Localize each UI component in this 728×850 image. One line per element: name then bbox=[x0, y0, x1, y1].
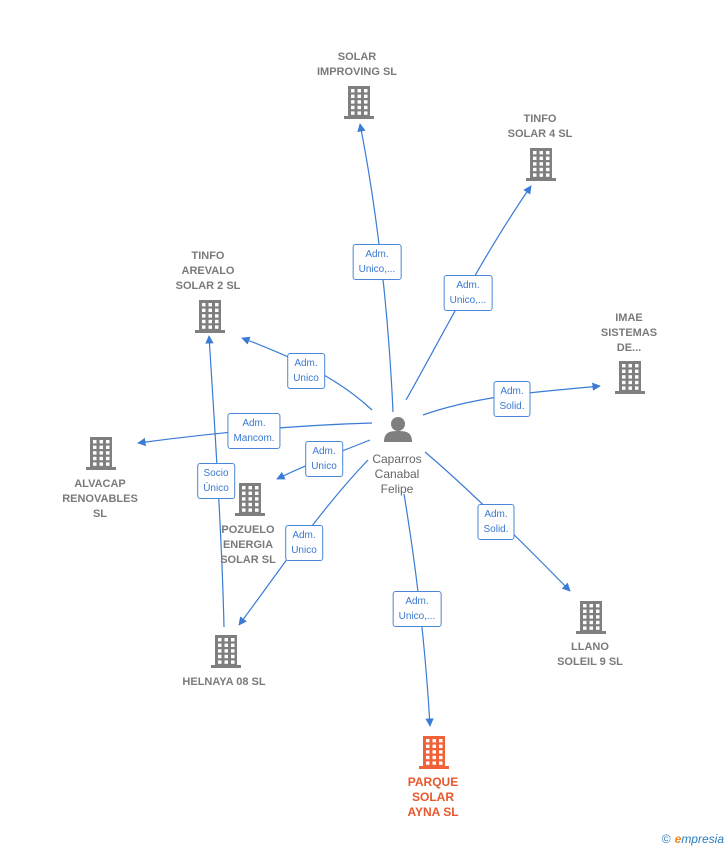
relation-badge-imae[interactable]: Adm. Solid. bbox=[493, 381, 531, 417]
building-icon[interactable] bbox=[344, 86, 374, 119]
company-label-helnaya-08-line: HELNAYA 08 SL bbox=[182, 676, 266, 688]
relation-badge-tinfo-solar-4[interactable]: Adm. Unico,... bbox=[443, 275, 493, 311]
person-label-line: Canabal bbox=[374, 467, 420, 481]
relation-text: Adm. bbox=[242, 418, 266, 429]
company-label-pozuelo-energia-solar[interactable]: POZUELO ENERGIA SOLAR SL bbox=[220, 523, 276, 568]
company-label-tinfo-arevalo-solar-2-line: TINFO bbox=[191, 250, 225, 262]
relation-text: Unico,... bbox=[358, 264, 396, 275]
copyright-footer[interactable]: ©empresia bbox=[662, 832, 724, 846]
relation-badge-pozuelo[interactable]: Adm. Unico bbox=[305, 441, 343, 477]
company-label-alvacap-renovables[interactable]: ALVACAP RENOVABLES SL bbox=[62, 477, 138, 522]
relation-text: Único bbox=[203, 483, 229, 494]
relation-text: Socio bbox=[203, 468, 229, 479]
company-label-llano-soleil-9[interactable]: LLANO SOLEIL 9 SL bbox=[557, 640, 623, 670]
company-label-alvacap-renovables-line: RENOVABLES bbox=[62, 493, 138, 505]
copyright-icon: © bbox=[661, 832, 671, 846]
company-label-helnaya-08[interactable]: HELNAYA 08 SL bbox=[182, 675, 265, 690]
relation-text: Adm. bbox=[500, 386, 524, 397]
relation-text: Adm. bbox=[365, 249, 389, 260]
relation-text: Adm. bbox=[405, 596, 429, 607]
company-label-parque-solar-ayna-line: SOLAR bbox=[412, 790, 454, 804]
company-label-alvacap-renovables-line: ALVACAP bbox=[74, 478, 126, 490]
building-icon[interactable] bbox=[615, 361, 645, 394]
building-icon[interactable] bbox=[211, 635, 241, 668]
relation-text: Solid. bbox=[499, 401, 525, 412]
company-label-pozuelo-energia-solar-line: SOLAR SL bbox=[220, 554, 276, 566]
relation-badge-helnaya[interactable]: Adm. Unico bbox=[285, 525, 323, 561]
company-label-imae-sistemas[interactable]: IMAE SISTEMAS DE... bbox=[601, 311, 657, 356]
company-label-parque-solar-ayna-line: AYNA SL bbox=[407, 805, 459, 819]
brand-logo-e: e bbox=[674, 832, 682, 846]
relation-text: Adm. bbox=[292, 530, 316, 541]
company-label-tinfo-solar-4-line: TINFO bbox=[523, 113, 557, 125]
building-icon[interactable] bbox=[195, 300, 225, 333]
company-label-imae-sistemas-line: SISTEMAS bbox=[600, 327, 658, 339]
company-label-tinfo-arevalo-solar-2-line: AREVALO bbox=[181, 265, 235, 277]
company-label-tinfo-arevalo-solar-2-line: SOLAR 2 SL bbox=[175, 280, 241, 292]
company-label-llano-soleil-9-line: LLANO bbox=[571, 641, 609, 653]
brand-name: mpresia bbox=[681, 832, 724, 846]
relation-text: Solid. bbox=[483, 524, 509, 535]
company-label-tinfo-solar-4[interactable]: TINFO SOLAR 4 SL bbox=[508, 112, 573, 142]
company-label-imae-sistemas-line: IMAE bbox=[615, 312, 643, 324]
relation-text: Unico,... bbox=[449, 295, 487, 306]
relation-text: Unico,... bbox=[398, 611, 436, 622]
relation-text: Adm. bbox=[484, 509, 508, 520]
relation-badge-llano[interactable]: Adm. Solid. bbox=[477, 504, 515, 540]
building-icon[interactable] bbox=[235, 483, 265, 516]
company-label-pozuelo-energia-solar-line: ENERGIA bbox=[222, 539, 274, 551]
edges-layer bbox=[137, 123, 601, 727]
company-label-pozuelo-energia-solar-line: POZUELO bbox=[221, 524, 275, 536]
person-label-line: Felipe bbox=[380, 482, 414, 496]
building-icon[interactable] bbox=[86, 437, 116, 470]
relation-badge-alvacap[interactable]: Adm. Mancom. bbox=[227, 413, 281, 449]
relation-text: Adm. bbox=[312, 446, 336, 457]
relation-badge-solar-improving[interactable]: Adm. Unico,... bbox=[352, 244, 402, 280]
company-label-solar-improving[interactable]: SOLAR IMPROVING SL bbox=[317, 50, 397, 80]
building-icon[interactable] bbox=[526, 148, 556, 181]
company-label-tinfo-solar-4-line: SOLAR 4 SL bbox=[507, 128, 573, 140]
person-icon[interactable] bbox=[384, 417, 412, 442]
company-label-tinfo-arevalo-solar-2[interactable]: TINFO AREVALO SOLAR 2 SL bbox=[176, 249, 241, 294]
company-label-alvacap-renovables-line: SL bbox=[92, 508, 108, 520]
company-label-imae-sistemas-line: DE... bbox=[616, 342, 642, 354]
company-label-solar-improving-line: IMPROVING SL bbox=[316, 66, 398, 78]
company-label-parque-solar-ayna-line: PARQUE bbox=[407, 775, 459, 789]
relation-text: Adm. bbox=[294, 358, 318, 369]
company-label-solar-improving-line: SOLAR bbox=[337, 51, 377, 63]
building-icon[interactable] bbox=[576, 601, 606, 634]
relation-badge-parque[interactable]: Adm. Unico,... bbox=[392, 591, 442, 627]
icons-layer bbox=[86, 86, 645, 769]
relation-text: Unico bbox=[293, 373, 319, 384]
person-label-line: Caparros bbox=[372, 452, 422, 466]
relation-badge-tinfo-arevalo[interactable]: Adm. Unico bbox=[287, 353, 325, 389]
relation-text: Mancom. bbox=[233, 433, 275, 444]
building-icon[interactable] bbox=[419, 736, 449, 769]
relation-text: Adm. bbox=[456, 280, 480, 291]
relation-text: Unico bbox=[291, 545, 317, 556]
company-label-llano-soleil-9-line: SOLEIL 9 SL bbox=[557, 656, 623, 668]
relation-text: Unico bbox=[311, 461, 337, 472]
